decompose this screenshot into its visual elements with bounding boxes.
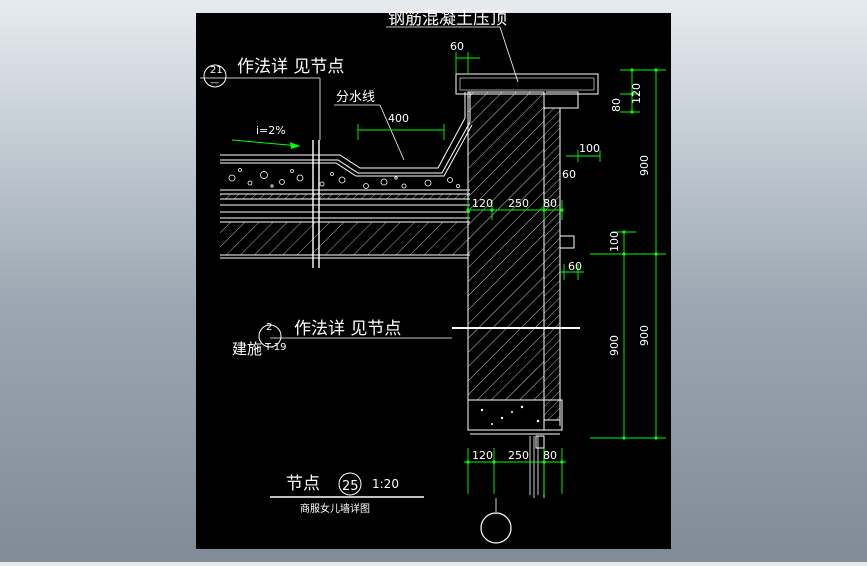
label-dim-80-bottom: 80 bbox=[543, 449, 557, 462]
callout-mid-text: 作法详 见节点 bbox=[294, 319, 401, 339]
label-dim-120-mid: 120 bbox=[472, 197, 493, 210]
label-dim-250-mid: 250 bbox=[508, 197, 529, 210]
bond-beam-dots bbox=[480, 405, 540, 425]
label-dim-250-bottom: 250 bbox=[508, 449, 529, 462]
label-dim-80-mid: 80 bbox=[543, 197, 557, 210]
label-coping-title: 钢筋混凝土压顶 bbox=[388, 9, 507, 29]
label-dim-100-right: 100 bbox=[608, 231, 621, 252]
drawing-canvas bbox=[196, 13, 671, 549]
node-scale: 1:20 bbox=[372, 477, 399, 491]
callout-top-sub: — bbox=[210, 78, 219, 88]
label-dim-900-left: 900 bbox=[608, 335, 621, 356]
label-split-line: 分水线 bbox=[336, 90, 375, 105]
callout-top-text: 作法详 见节点 bbox=[237, 57, 344, 77]
label-dim-120-bottom: 120 bbox=[472, 449, 493, 462]
leaders bbox=[200, 26, 519, 339]
label-dim-60-lower: 60 bbox=[568, 260, 582, 273]
callout-bubble-top bbox=[203, 64, 227, 88]
insulation-hatch bbox=[220, 194, 470, 199]
label-dim-400: 400 bbox=[388, 112, 409, 125]
callout-mid-number: 2 bbox=[266, 322, 272, 333]
screed-aggregate bbox=[228, 168, 460, 189]
bond-beam bbox=[467, 399, 545, 431]
label-slope: i=2% bbox=[256, 124, 286, 137]
label-dim-100-top: 100 bbox=[579, 142, 600, 155]
callout-mid-sub: T-19 bbox=[264, 342, 287, 353]
label-dim-900-upper: 900 bbox=[638, 155, 651, 176]
drawing-caption: 商服女儿墙详图 bbox=[300, 502, 370, 515]
label-dim-120-right: 120 bbox=[630, 83, 643, 104]
slope-arrow bbox=[231, 139, 301, 149]
callout-bubble-mid bbox=[258, 324, 282, 348]
axis-bubble bbox=[480, 512, 512, 544]
label-dim-900-lower: 900 bbox=[638, 325, 651, 346]
label-dim-60-top: 60 bbox=[450, 40, 464, 53]
node-number-circle bbox=[338, 472, 362, 496]
dimension-ticks bbox=[466, 68, 658, 464]
slab-hatch bbox=[220, 222, 470, 255]
callout-top-number: 21 bbox=[210, 65, 223, 76]
parapet-wall bbox=[455, 73, 599, 435]
node-number: 25 bbox=[342, 479, 359, 494]
label-dim-80-right: 80 bbox=[610, 98, 623, 112]
section-cut-lines bbox=[312, 140, 580, 329]
node-label: 节点 bbox=[286, 474, 320, 494]
label-dim-60-upper: 60 bbox=[562, 168, 576, 181]
callout-mid-prefix: 建施 bbox=[232, 340, 262, 358]
